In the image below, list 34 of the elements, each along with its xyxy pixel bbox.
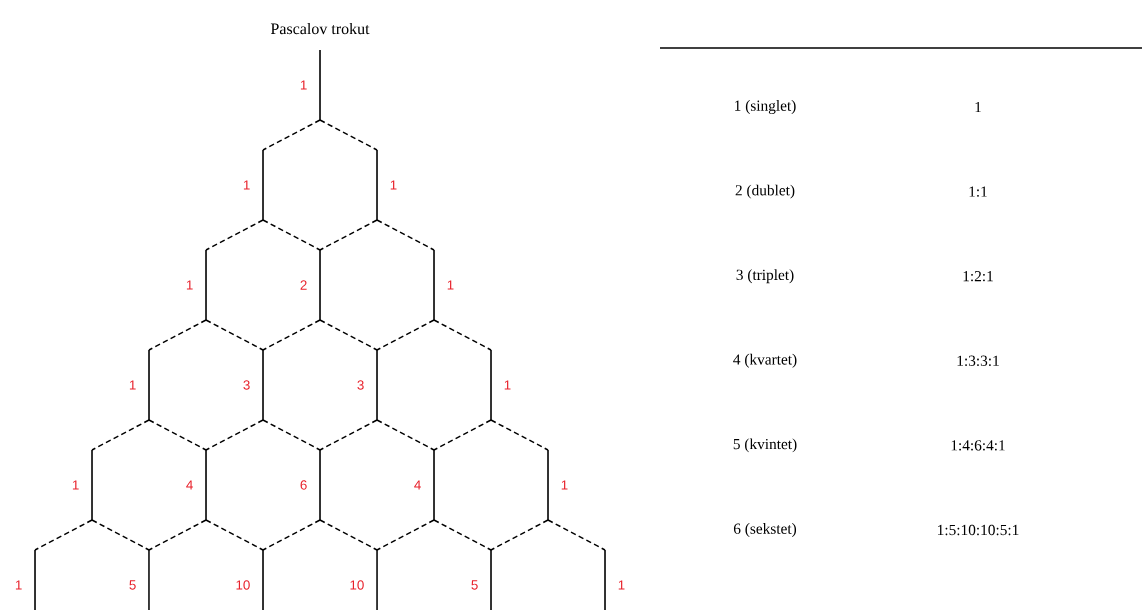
- intensity-ratio: 1:1: [969, 186, 987, 197]
- coefficient-label: 5: [129, 580, 136, 590]
- coefficient-label: 1: [618, 580, 625, 590]
- coefficient-label: 1: [243, 180, 250, 190]
- coefficient-label: 1: [15, 580, 22, 590]
- coefficient-label: 1: [72, 480, 79, 490]
- intensity-ratio: 1:4:6:4:1: [951, 440, 1005, 451]
- coefficient-label: 1: [390, 180, 397, 190]
- intensity-ratio: 1:2:1: [963, 271, 993, 282]
- multiplicity-label: 3 (triplet): [736, 269, 794, 284]
- coefficient-label: 1: [186, 280, 193, 290]
- coefficient-label: 3: [357, 380, 364, 390]
- coefficient-label: 5: [471, 580, 478, 590]
- intensity-ratio: 1:3:3:1: [957, 355, 999, 366]
- multiplicity-label: 1 (singlet): [735, 100, 796, 114]
- coefficient-label: 1: [300, 80, 307, 90]
- multiplicity-label: 4 (kvartet): [733, 353, 797, 368]
- coefficient-label: 6: [300, 480, 307, 490]
- coefficient-label: 1: [561, 480, 568, 490]
- title: Pascalov trokut: [270, 22, 370, 35]
- coefficient-label: 1: [129, 380, 136, 390]
- coefficient-label: 10: [236, 580, 250, 590]
- coefficient-label: 3: [243, 380, 250, 390]
- coefficient-label: 2: [300, 280, 307, 290]
- coefficient-label: 1: [504, 380, 511, 390]
- coefficient-label: 4: [414, 480, 421, 490]
- multiplicity-label: 5 (kvintet): [733, 438, 797, 453]
- multiplicity-label: 6 (sekstet): [733, 523, 797, 537]
- coefficient-label: 1: [447, 280, 454, 290]
- intensity-ratio: 1: [975, 101, 981, 113]
- intensity-ratio: 1:5:10:10:5:1: [938, 524, 1019, 536]
- multiplicity-label: 2 (dublet): [735, 184, 795, 199]
- coefficient-label: 4: [186, 480, 193, 490]
- coefficient-label: 10: [350, 580, 364, 590]
